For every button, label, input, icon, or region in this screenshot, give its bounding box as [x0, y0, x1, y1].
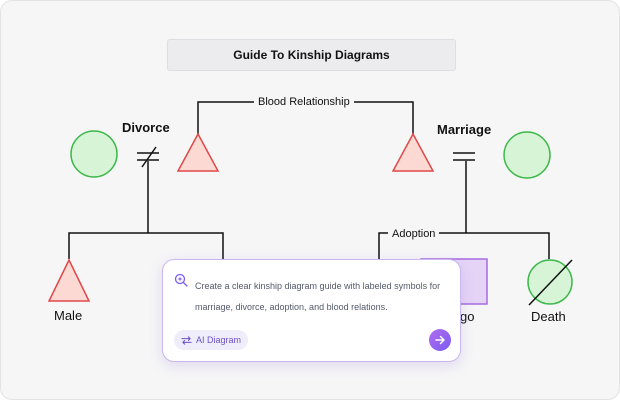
female-symbol-right	[503, 131, 551, 179]
male-symbol-child	[47, 258, 91, 302]
adoption-label: Adoption	[388, 227, 440, 241]
blood-relationship-label: Blood Relationship	[254, 95, 354, 109]
ai-diagram-button-label: AI Diagram	[195, 335, 241, 345]
send-button[interactable]	[429, 329, 451, 351]
arrow-right-icon	[435, 335, 445, 345]
prompt-text[interactable]: Create a clear kinship diagram guide wit…	[195, 281, 441, 312]
left-sibling-line	[68, 232, 224, 263]
ai-diagram-button[interactable]: AI Diagram	[174, 330, 248, 350]
divorce-label: Divorce	[122, 120, 170, 135]
marriage-label: Marriage	[437, 122, 492, 137]
diagram-title-text: Guide To Kinship Diagrams	[233, 48, 390, 62]
female-symbol-left	[70, 130, 118, 178]
male-symbol-divorced	[176, 132, 220, 172]
sparkle-search-icon	[174, 273, 188, 287]
male-label: Male	[54, 308, 83, 323]
adopted-label-partial: go	[460, 309, 475, 324]
death-label: Death	[531, 309, 566, 324]
right-sibling-line	[378, 232, 550, 259]
swap-arrows-icon	[181, 335, 192, 345]
death-slash	[528, 259, 573, 306]
ai-prompt-card[interactable]: Create a clear kinship diagram guide wit…	[162, 259, 461, 362]
male-symbol-married	[391, 132, 435, 172]
divorce-slash	[141, 146, 157, 168]
diagram-title: Guide To Kinship Diagrams	[167, 39, 456, 71]
